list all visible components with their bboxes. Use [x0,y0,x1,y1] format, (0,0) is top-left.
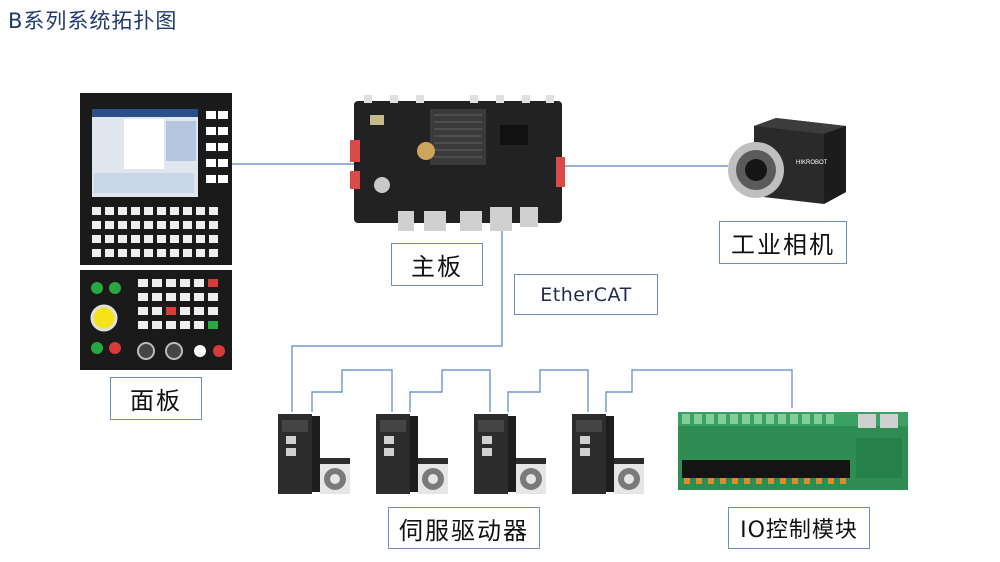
label-mainboard: 主板 [391,243,483,286]
line-servo-2-3 [409,369,491,412]
servo-drive-1-image [276,412,356,498]
industrial-camera-image: HIKROBOT [724,112,852,216]
label-ethercat: EtherCAT [514,274,658,315]
label-camera: 工业相机 [719,221,847,264]
line-servo-3-4 [507,369,589,412]
servo-drive-4-image [570,412,650,498]
cnc-panel-image [80,93,232,370]
line-servo-1-2 [311,369,393,412]
line-servo-io [605,369,793,412]
camera-brand-text: HIKROBOT [796,160,828,166]
label-panel: 面板 [110,377,202,420]
io-module-image [676,408,910,494]
mainboard-image [350,95,565,235]
servo-drive-2-image [374,412,454,498]
line-ethercat-trunk [291,230,503,412]
diagram-title: B系列系统拓扑图 [8,9,178,33]
label-servo-drive: 伺服驱动器 [388,507,540,549]
servo-drive-3-image [472,412,552,498]
label-io-module: IO控制模块 [728,507,870,549]
